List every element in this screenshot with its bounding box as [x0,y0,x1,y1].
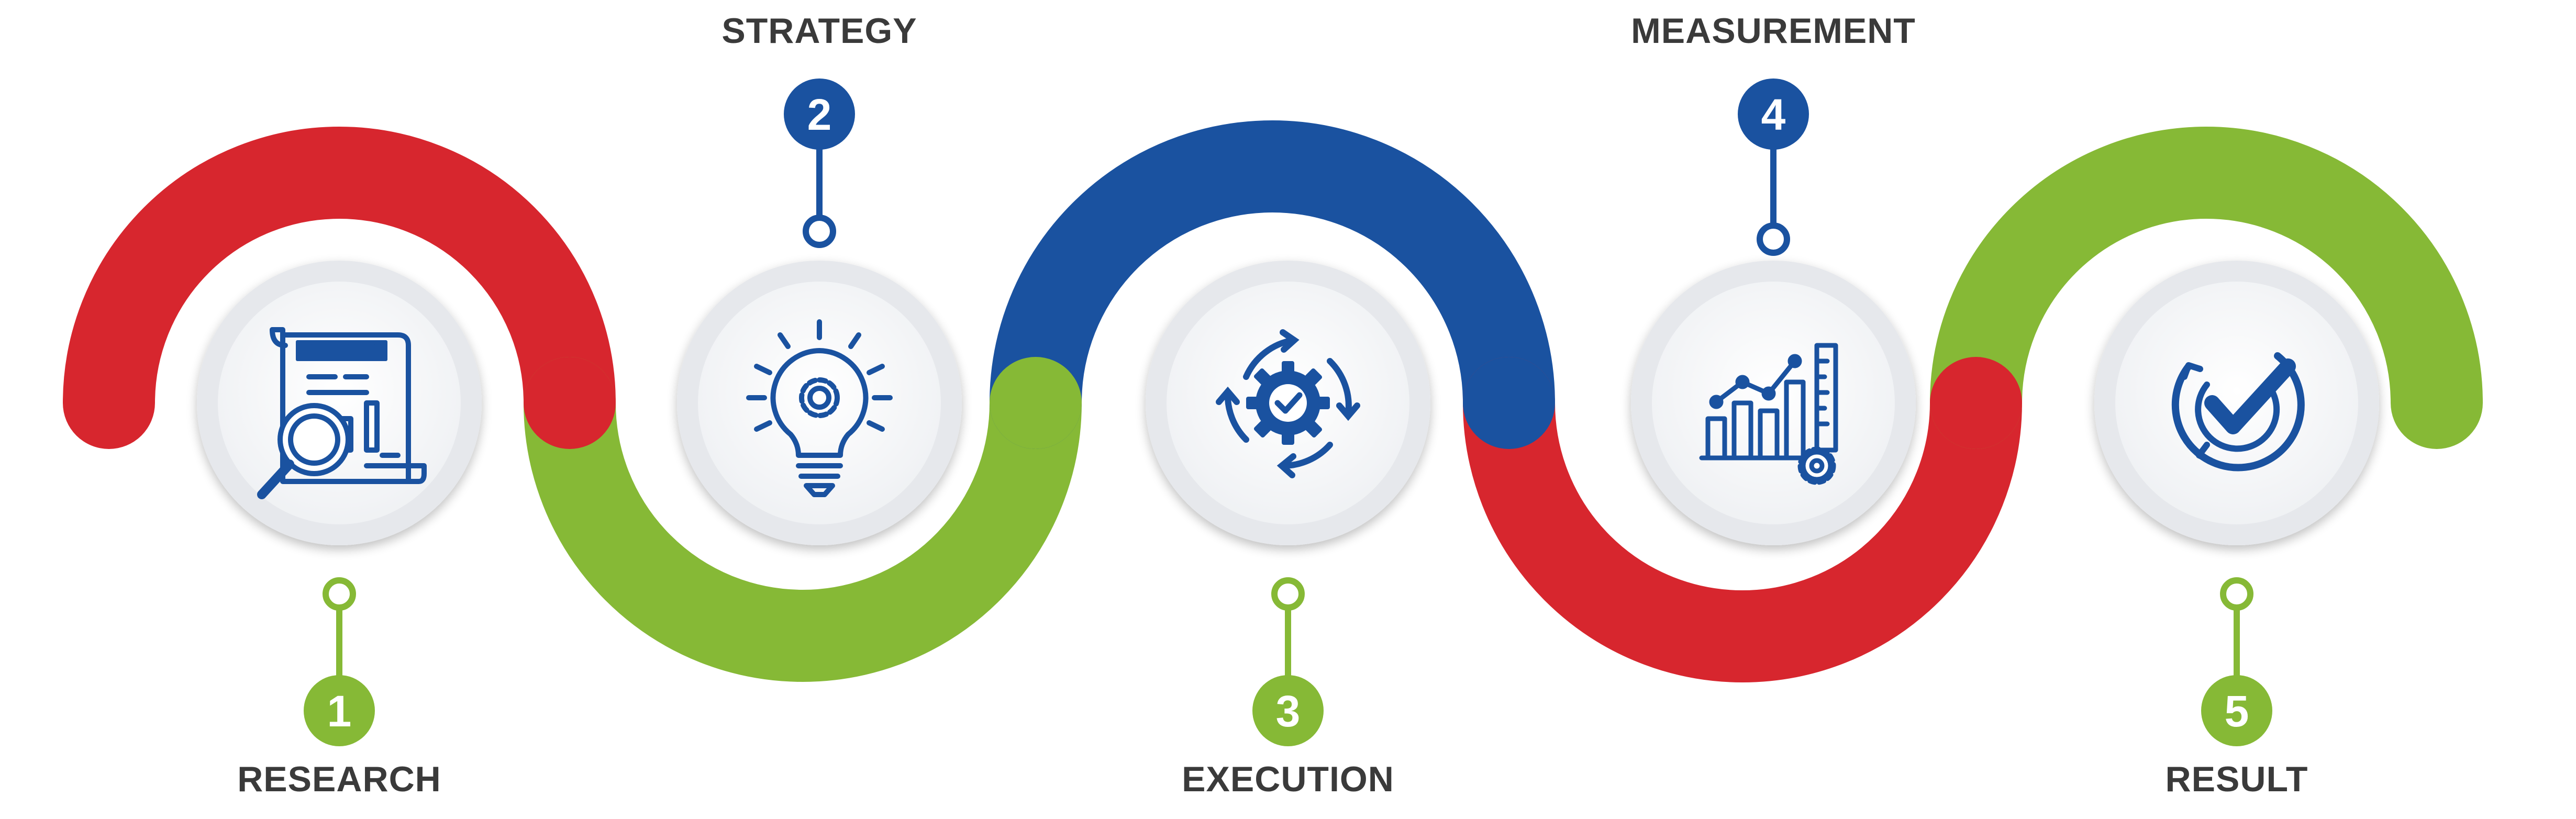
connector-step-5 [2220,577,2253,683]
wave-valley-green [524,357,1082,682]
icon-disc-5 [2094,261,2379,545]
icon-disc-1 [197,261,482,545]
wave-arch-green [1930,127,2483,449]
step-number-5: 5 [2225,687,2249,736]
number-badge-2: 2 [784,78,855,150]
number-badge-1: 1 [304,675,375,746]
wave-path [63,120,2483,682]
number-badge-3: 3 [1252,675,1324,746]
connector-step-1 [323,577,356,683]
step-number-4: 4 [1761,90,1786,139]
lightbulb-gear-icon [746,319,893,497]
wave-arch-blue [990,120,1555,449]
research-document-magnifier-icon: RESEARCH [257,327,427,499]
icon-disc-4 [1631,261,1916,545]
wave-valley-red [1463,357,2022,682]
icon-disc-2 [677,261,962,545]
icon-discs: RESEARCH [197,261,2379,545]
step-title-measurement: MEASUREMENT [1631,11,1916,51]
gear-cycle-check-icon [1216,329,1360,478]
step-title-result: RESULT [2165,759,2308,799]
wave-arch-red [63,127,616,449]
joint-cap [524,357,616,449]
step-title-execution: EXECUTION [1182,759,1394,799]
research-badge-text: RESEARCH [303,343,380,359]
joint-cap [1930,357,2022,449]
step-number-2: 2 [807,90,832,139]
step-number-3: 3 [1276,687,1301,736]
step-title-research: RESEARCH [237,759,441,799]
connector-step-3 [1271,577,1305,683]
number-badges: 1 2 3 4 5 [304,78,2272,746]
number-badge-5: 5 [2201,675,2272,746]
connectors [323,123,2253,683]
number-badge-4: 4 [1738,78,1809,150]
joint-cap [1463,357,1555,449]
bar-chart-ruler-gear-icon [1699,343,1838,485]
step-title-strategy: STRATEGY [721,11,917,51]
circular-check-icon [2171,352,2305,472]
joint-cap [990,357,1082,449]
step-number-1: 1 [327,687,352,736]
